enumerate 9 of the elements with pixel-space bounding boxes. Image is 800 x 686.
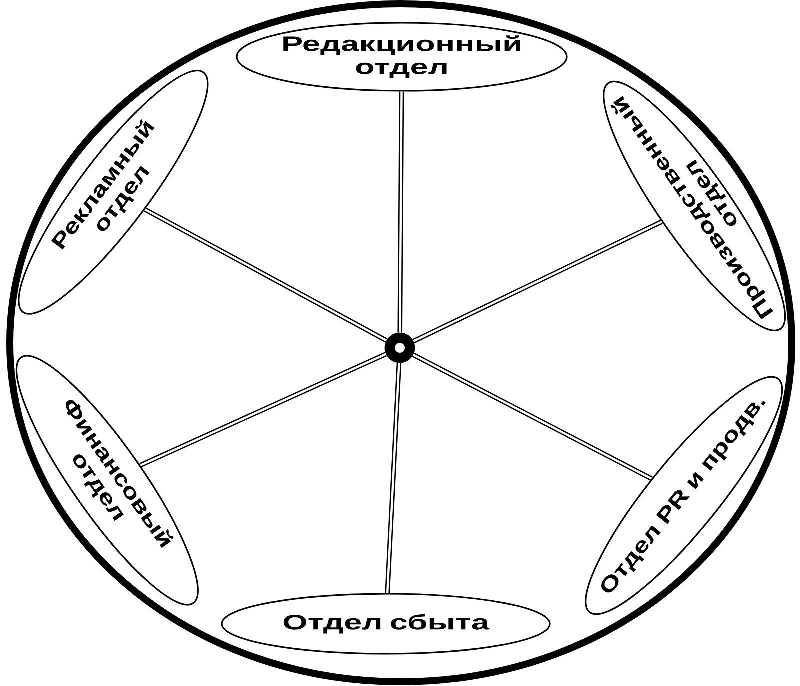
- spoke: [144, 208, 388, 343]
- spoke: [412, 352, 653, 482]
- spoke: [398, 92, 404, 333]
- department-oval: Отдел сбыта: [221, 593, 551, 655]
- spoke: [385, 363, 402, 594]
- spoke: [140, 352, 388, 468]
- spoke: [412, 220, 663, 344]
- hub-circle: [384, 332, 416, 364]
- department-oval: Редакционный отдел: [236, 22, 568, 92]
